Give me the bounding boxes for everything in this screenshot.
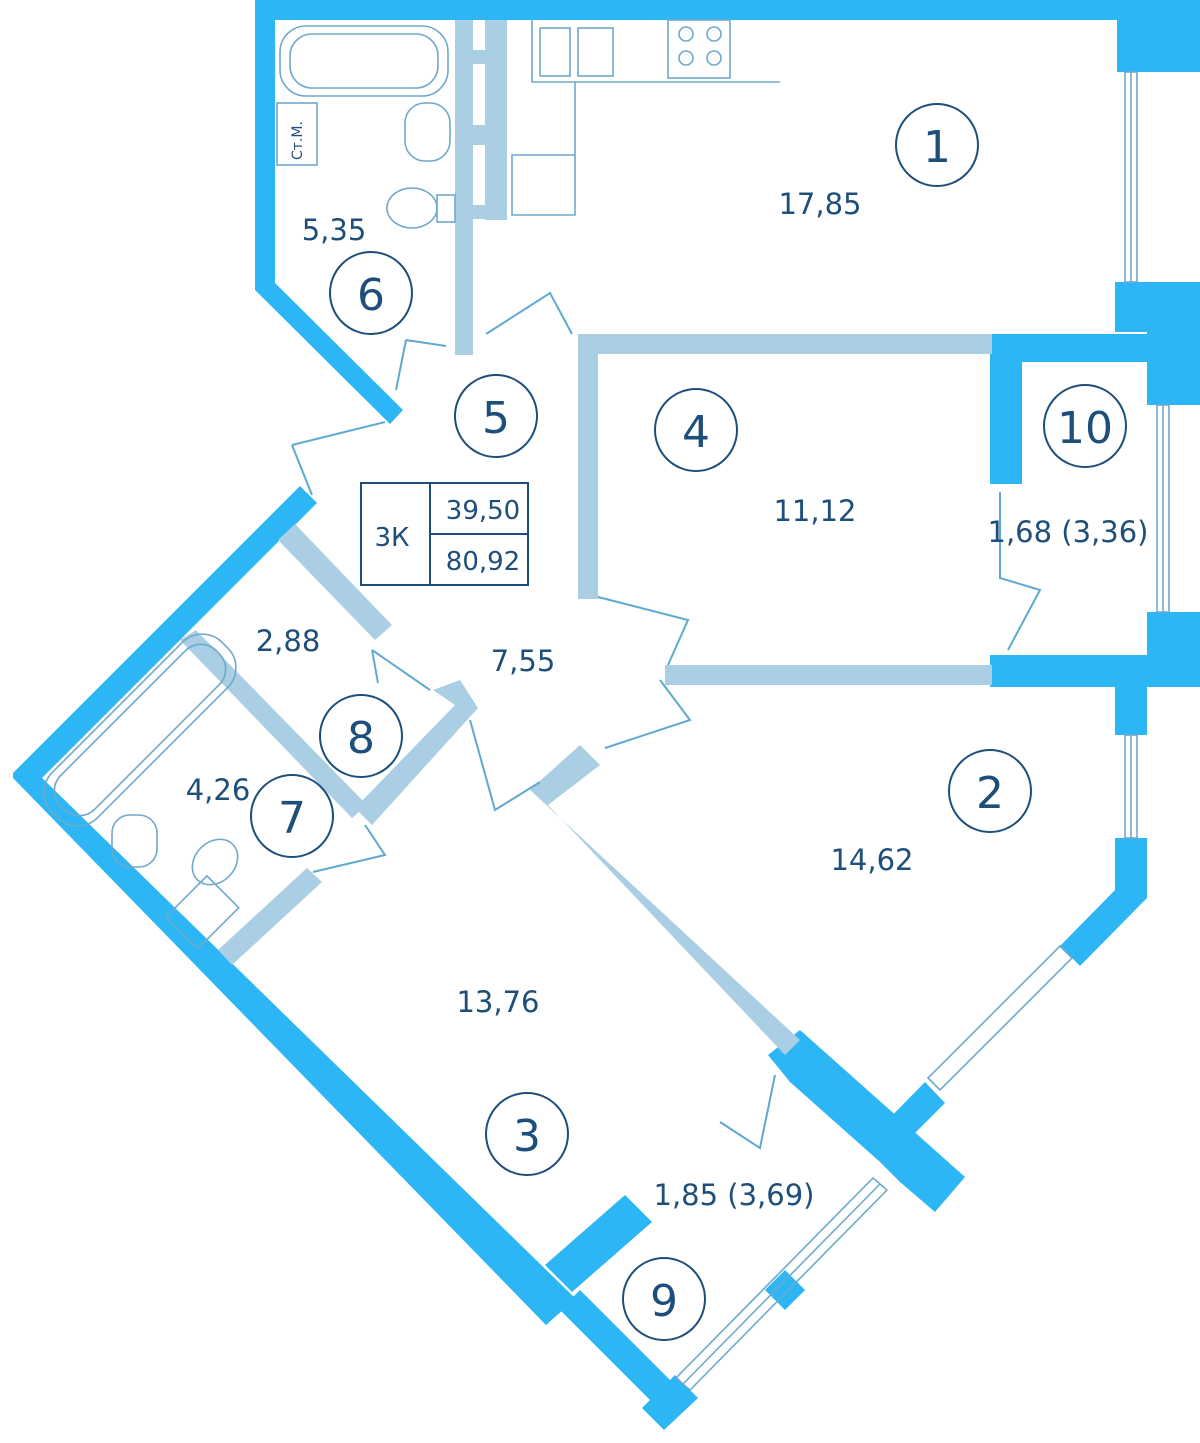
room-5-marker [454,374,538,458]
windows [674,71,1170,1392]
room-10-area: 1,68 (3,36) [988,515,1149,549]
room-10-number: 10 [1057,403,1113,454]
toilet-label: Ст.М. [290,121,306,160]
room-3-area: 13,76 [456,985,539,1019]
room-2-number: 2 [976,768,1004,819]
labels: Ст.М. 1 17,85 2 14,62 3 13,76 4 11,12 5 … [186,103,1149,1341]
room-2-marker [948,749,1032,833]
room-9-marker [622,1257,706,1341]
room-1-marker [895,103,979,187]
room-4-number: 4 [682,407,710,458]
area-summary-box: 3К 39,50 80,92 [360,482,529,586]
room-2-area: 14,62 [830,843,913,877]
total-area: 80,92 [446,547,520,577]
room-5-area: 7,55 [491,644,556,678]
room-9-area: 1,85 (3,69) [654,1178,815,1212]
room-3-number: 3 [513,1111,541,1162]
fixtures [43,19,780,950]
room-6-area: 5,35 [302,213,367,247]
exterior-walls [13,0,1200,1430]
room-1-number: 1 [923,122,951,173]
room-7-number: 7 [278,793,306,844]
room-7-marker [250,774,334,858]
living-area: 39,50 [446,496,520,526]
room-6-marker [329,251,413,335]
room-10-marker [1043,384,1127,468]
room-8-area: 2,88 [256,624,321,658]
room-3-marker [485,1092,569,1176]
room-8-number: 8 [347,713,375,764]
room-5-number: 5 [482,393,510,444]
room-6-number: 6 [357,270,385,321]
room-4-area: 11,12 [773,494,856,528]
room-8-marker [319,694,403,778]
room-9-number: 9 [650,1276,678,1327]
room-4-marker [654,388,738,472]
room-7-area: 4,26 [186,773,251,807]
room-1-area: 17,85 [778,187,861,221]
doors [291,291,1042,1150]
apartment-type: 3К [374,523,409,553]
interior-walls [180,20,992,1055]
